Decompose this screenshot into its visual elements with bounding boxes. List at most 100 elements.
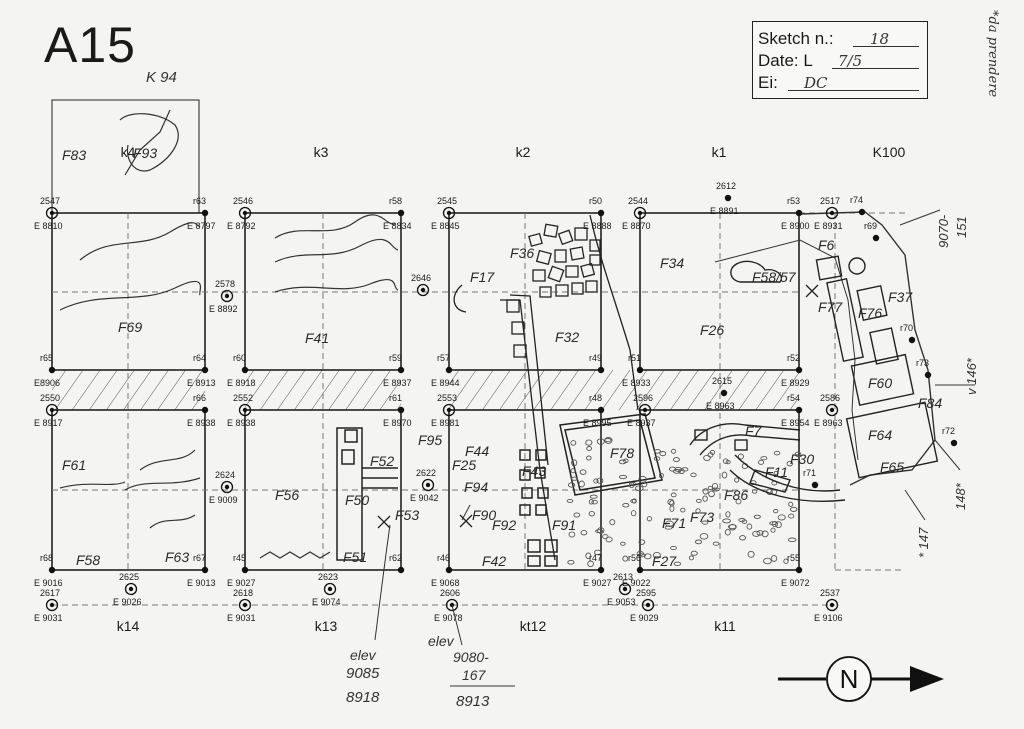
survey-point-number: 2550 bbox=[40, 393, 60, 403]
trench-k100-outline bbox=[799, 211, 936, 486]
survey-point-ring bbox=[238, 598, 252, 612]
pebble bbox=[637, 553, 647, 558]
leader-lines bbox=[374, 209, 975, 646]
pebble bbox=[788, 501, 794, 507]
survey-point-elevation: E 9026 bbox=[113, 597, 142, 607]
survey-point bbox=[425, 482, 431, 488]
survey-point-number: 2617 bbox=[40, 588, 60, 598]
survey-point-number: r71 bbox=[803, 468, 816, 478]
unit-label-bottom: k13 bbox=[315, 618, 338, 634]
pebble bbox=[630, 498, 637, 504]
pebble bbox=[788, 513, 795, 519]
survey-point-ring bbox=[421, 478, 435, 492]
survey-point bbox=[597, 566, 605, 574]
pebble bbox=[586, 455, 592, 461]
unit-label-bottom: kt12 bbox=[520, 618, 547, 634]
survey-point bbox=[445, 366, 453, 374]
pebble bbox=[702, 495, 708, 502]
feature-label: F27 bbox=[652, 553, 677, 569]
pebble bbox=[595, 529, 604, 534]
cross-marks bbox=[377, 284, 819, 529]
survey-point-elevation: E 8938 bbox=[227, 418, 256, 428]
feature-label: F41 bbox=[305, 330, 329, 346]
pebble bbox=[570, 440, 577, 446]
survey-point bbox=[597, 366, 605, 374]
survey-point-number: 2546 bbox=[233, 196, 253, 206]
pebble bbox=[773, 508, 779, 514]
pebble bbox=[664, 525, 673, 530]
feature-label: F36 bbox=[510, 245, 534, 261]
pebble bbox=[722, 518, 731, 524]
pebble bbox=[578, 480, 585, 488]
survey-point-ring bbox=[124, 582, 138, 596]
pebble bbox=[585, 552, 592, 560]
annotation-right-5: * 147 bbox=[916, 527, 931, 558]
survey-point-number: 2615 bbox=[712, 376, 732, 386]
pebble bbox=[707, 452, 714, 458]
pebble bbox=[789, 506, 798, 512]
survey-point-number: r54 bbox=[787, 393, 800, 403]
survey-point-number: r68 bbox=[40, 553, 53, 563]
survey-point bbox=[908, 336, 916, 344]
survey-point-number: r70 bbox=[900, 323, 913, 333]
survey-point bbox=[858, 208, 866, 216]
info-box: Sketch n.: 18 Date: L 7/5 Ei: DC bbox=[752, 21, 928, 99]
survey-point-number: r46 bbox=[437, 553, 450, 563]
pebble bbox=[571, 459, 578, 467]
survey-point-number: r74 bbox=[850, 195, 863, 205]
survey-point-elevation: E 8937 bbox=[627, 418, 656, 428]
pebble bbox=[609, 519, 616, 526]
survey-point-elevation: E 8954 bbox=[781, 418, 810, 428]
feature-label: F64 bbox=[868, 427, 892, 443]
feature-label: F17 bbox=[470, 269, 495, 285]
north-arrow: N bbox=[778, 656, 944, 702]
annotation-right-2: 151 bbox=[954, 216, 969, 238]
survey-point bbox=[224, 293, 230, 299]
feature-label: F86 bbox=[724, 487, 748, 503]
survey-point-number: 2606 bbox=[440, 588, 460, 598]
survey-point bbox=[128, 586, 134, 592]
survey-point-number: r55 bbox=[787, 553, 800, 563]
north-label: N bbox=[840, 664, 859, 694]
feature-label: F44 bbox=[465, 443, 489, 459]
date-label: Date: L bbox=[758, 51, 813, 70]
survey-point-elevation: E 9106 bbox=[814, 613, 843, 623]
survey-point-elevation: E 8792 bbox=[227, 221, 256, 231]
survey-point-elevation: E 8891 bbox=[710, 206, 739, 216]
survey-point-ring bbox=[641, 598, 655, 612]
survey-point-number: 2537 bbox=[820, 588, 840, 598]
pebble bbox=[580, 529, 588, 536]
survey-point-elevation: E 8834 bbox=[383, 221, 412, 231]
feature-label: F94 bbox=[464, 479, 488, 495]
survey-point-number: 2624 bbox=[215, 470, 235, 480]
survey-point bbox=[636, 566, 644, 574]
survey-point-number: r60 bbox=[233, 353, 246, 363]
pebble bbox=[658, 472, 664, 479]
pebble bbox=[721, 471, 728, 479]
survey-point-number: r64 bbox=[193, 353, 206, 363]
pebble bbox=[568, 531, 576, 538]
survey-point-ring bbox=[45, 206, 59, 220]
survey-point-number: r52 bbox=[787, 353, 800, 363]
survey-point-number: 2625 bbox=[119, 572, 139, 582]
pebble bbox=[695, 508, 701, 514]
pebble bbox=[725, 459, 731, 465]
pebble bbox=[701, 520, 709, 525]
pebble bbox=[668, 466, 677, 472]
date-value: 7/5 bbox=[838, 52, 863, 70]
pebble bbox=[728, 524, 737, 530]
pebble bbox=[794, 451, 802, 457]
trench-k11 bbox=[639, 409, 800, 571]
feature-label: F25 bbox=[452, 457, 476, 473]
pebble bbox=[567, 482, 576, 488]
ei-value: DC bbox=[804, 74, 828, 92]
survey-point-elevation: E 8963 bbox=[706, 401, 735, 411]
pebble bbox=[777, 514, 786, 521]
pebble bbox=[711, 482, 719, 490]
pebble bbox=[618, 474, 628, 480]
unit-label-top: K100 bbox=[873, 144, 906, 160]
feature-label: F37 bbox=[888, 289, 913, 305]
pebble bbox=[773, 450, 781, 456]
survey-point-number: 2578 bbox=[215, 279, 235, 289]
survey-point-elevation: E 9031 bbox=[34, 613, 63, 623]
